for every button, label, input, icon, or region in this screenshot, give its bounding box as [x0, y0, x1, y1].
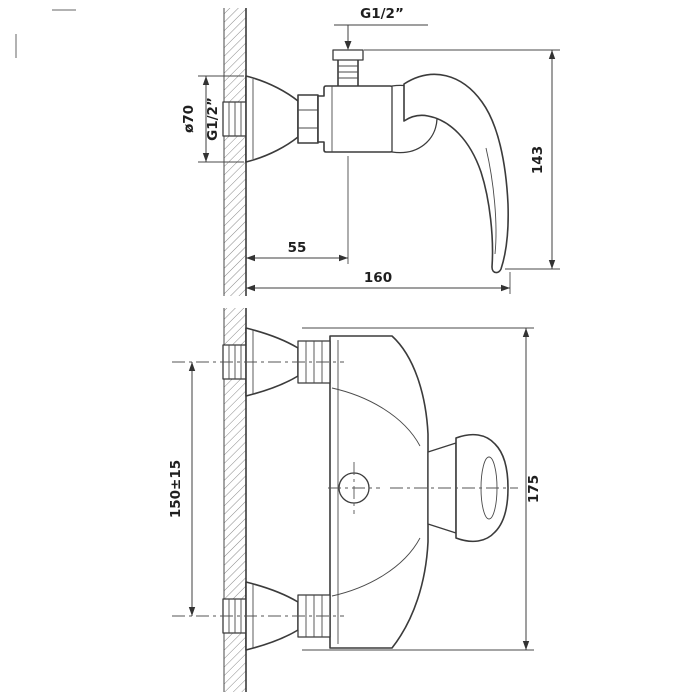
dim-depth-160: 160: [246, 270, 511, 294]
mounting-nut-side: [297, 94, 319, 144]
dim-overall-width: 175: [302, 327, 542, 651]
dim-height-143: 143: [364, 49, 560, 270]
handle-side: [391, 73, 509, 274]
wall-section-side: [223, 8, 247, 296]
side-view: G1/2” 143 55 160: [181, 6, 560, 296]
overall-depth-label: 160: [364, 270, 392, 286]
dim-top-thread: G1/2”: [334, 6, 428, 50]
top-outlet-stem: [332, 49, 364, 86]
dim-flange-dia: ø70: [181, 75, 244, 163]
top-thread-label: G1/2”: [360, 6, 404, 22]
center-screw: [328, 462, 380, 514]
escutcheon-side: [245, 75, 299, 163]
dim-depth-55: 55: [246, 156, 349, 264]
dim-inlet-spacing: 150±15: [168, 362, 196, 616]
height-dimension-label: 143: [530, 146, 546, 174]
valve-body-plan: [329, 335, 429, 649]
wall-to-center-label: 55: [288, 240, 307, 256]
corner-marks: [15, 9, 76, 58]
overall-width-label: 175: [526, 475, 542, 503]
plan-view: 150±15 175: [168, 308, 542, 692]
inlet-spacing-label: 150±15: [168, 460, 184, 518]
flange-diameter-label: ø70: [181, 105, 197, 133]
wall-thread-label: G1/2”: [205, 97, 221, 141]
wall-pipe-upper: [222, 344, 247, 380]
valve-body-side: [317, 85, 395, 153]
wall-pipe-side: [222, 101, 247, 137]
centerlines-plan: [172, 361, 518, 617]
